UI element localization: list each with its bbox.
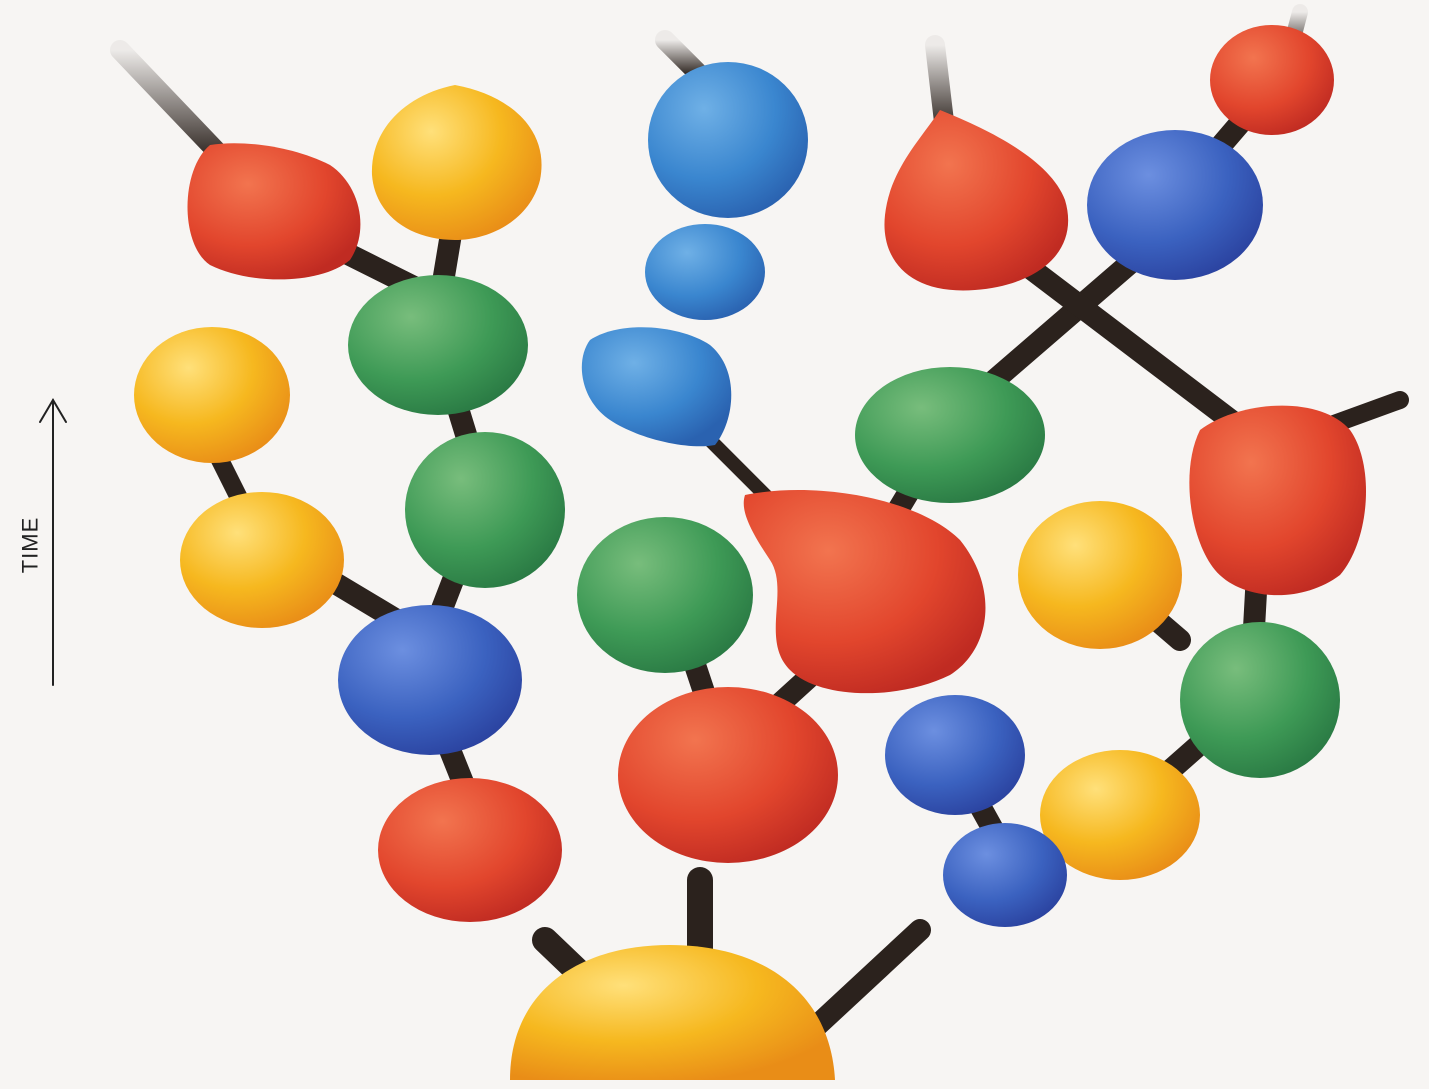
blob-yellow (1018, 501, 1182, 649)
blob-green (1180, 622, 1340, 778)
blob-lightblue (582, 327, 731, 446)
blob-green (577, 517, 753, 673)
blob-green (348, 275, 528, 415)
blob-blue (885, 695, 1025, 815)
blob-red (744, 490, 986, 693)
blob-blue (338, 605, 522, 755)
blob-green (855, 367, 1045, 503)
blob-lightblue (648, 62, 808, 218)
blob-blue (1087, 130, 1263, 280)
stem-tip (120, 50, 225, 160)
time-axis-label-text: TIME (17, 517, 43, 574)
blob-green (405, 432, 565, 588)
lineage-blobs (134, 25, 1366, 1080)
blob-yellow (134, 327, 290, 463)
blob-red (884, 110, 1068, 290)
blob-red (1189, 406, 1366, 596)
time-axis-label: TIME (10, 510, 50, 580)
blob-red (188, 143, 361, 279)
blob-red (1210, 25, 1334, 135)
blob-blue (943, 823, 1067, 927)
blob-red (378, 778, 562, 922)
blob-yellow (372, 85, 542, 240)
blob-yellow (180, 492, 344, 628)
blob-red (618, 687, 838, 863)
blob-lightblue (645, 224, 765, 320)
